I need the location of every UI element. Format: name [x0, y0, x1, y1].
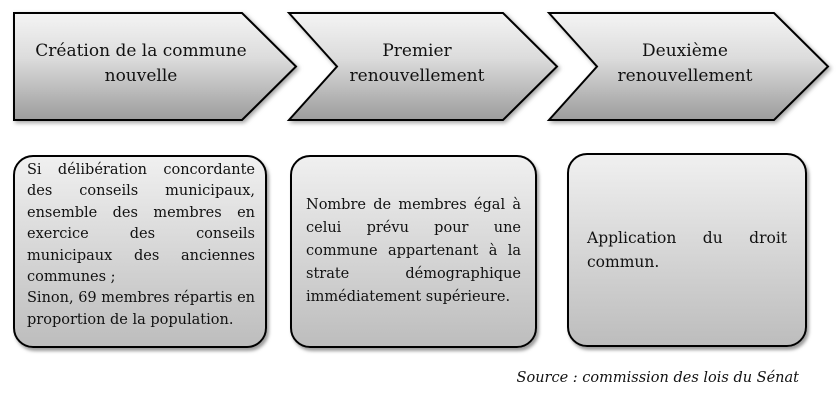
- info-box-creation-paragraph-1: Si délibération concordante des conseils…: [27, 162, 255, 286]
- process-arrows: [13, 12, 830, 121]
- step-label-creation: Création de la commune nouvelle: [35, 41, 247, 86]
- source-caption: Source : commission des lois du Sénat: [516, 370, 799, 386]
- step-label-premier-renouvellement: Premier renouvellement: [349, 41, 485, 86]
- info-box-creation-paragraph-2: Sinon, 69 membres répartis en proportion…: [27, 290, 255, 328]
- chevron-step-2-shape: [286, 12, 559, 121]
- chevron-step-1-shape: [13, 12, 298, 121]
- info-box-premier-renouvellement: Nombre de membres égal à celui prévu pou…: [290, 155, 537, 348]
- info-box-deuxieme-paragraph: Application du droit commun.: [587, 229, 787, 271]
- info-box-deuxieme-renouvellement: Application du droit commun.: [567, 153, 807, 347]
- step-label-deuxieme-renouvellement: Deuxième renouvellement: [617, 41, 753, 86]
- info-box-creation: Si délibération concordante des conseils…: [13, 155, 267, 348]
- info-box-premier-paragraph: Nombre de membres égal à celui prévu pou…: [306, 197, 521, 305]
- chevron-step-3-shape: [546, 12, 830, 121]
